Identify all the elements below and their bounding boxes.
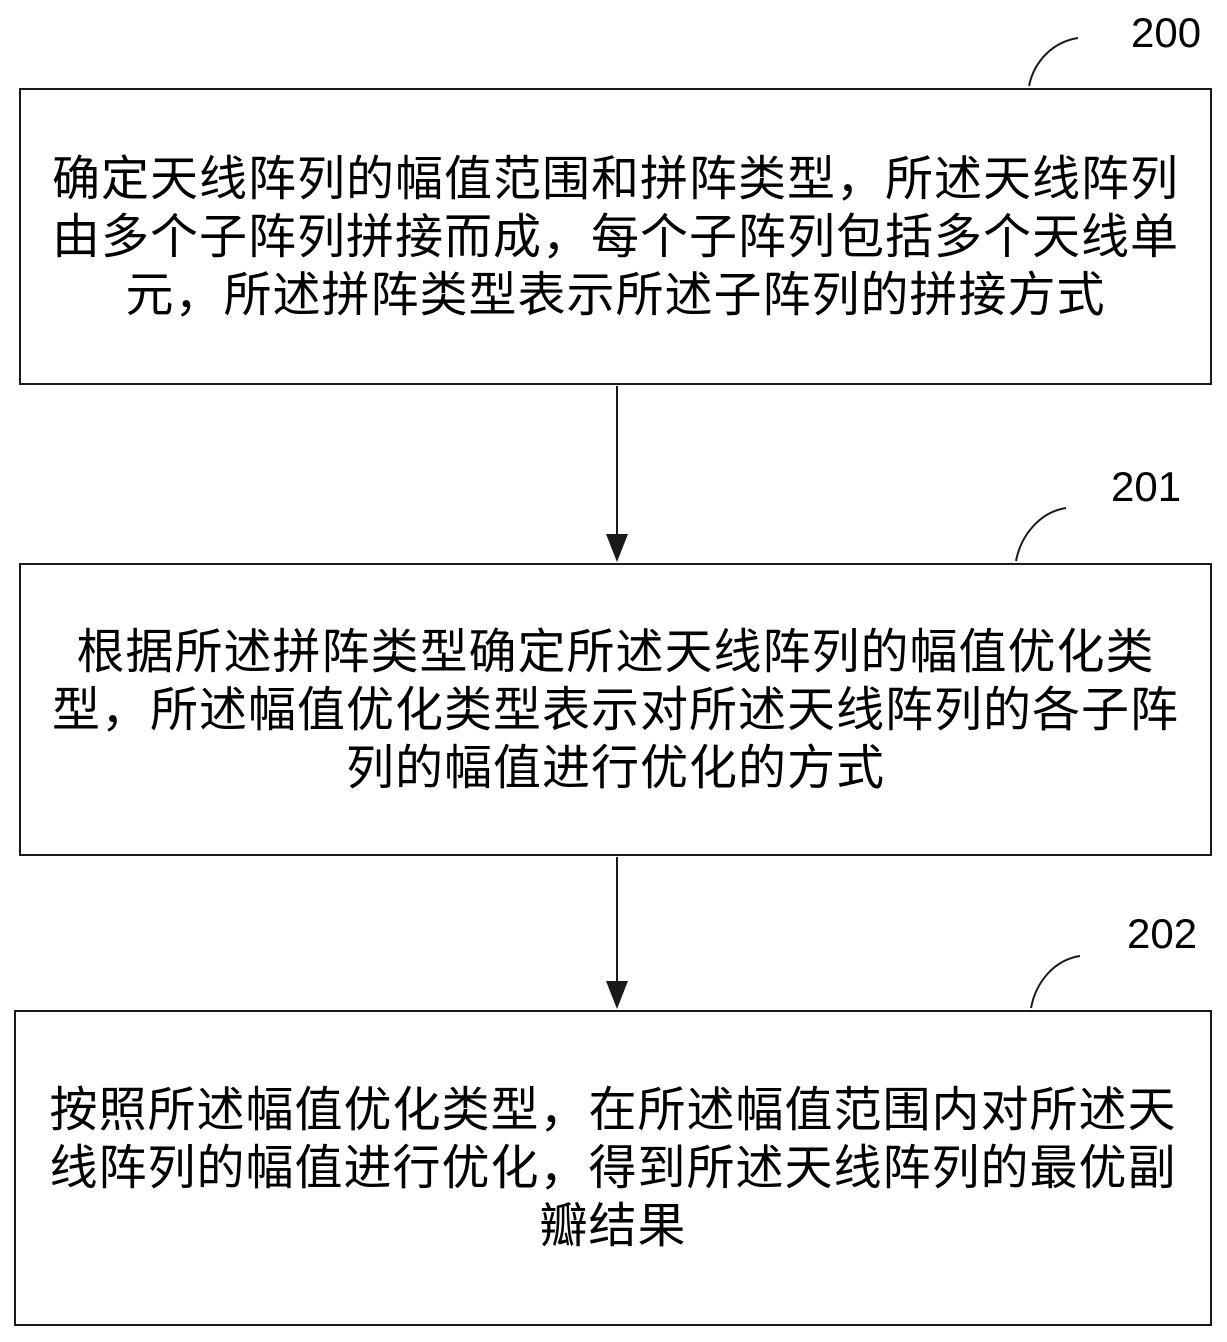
step-label-202: 202 (1127, 910, 1198, 957)
step-box-202: 按照所述幅值优化类型，在所述幅值范围内对所述天线阵列的幅值进行优化，得到所述天线… (14, 1010, 1212, 1326)
arrowhead-201-to-202 (606, 981, 628, 1009)
leader-curve-201 (1015, 507, 1067, 562)
step-label-201: 201 (1111, 463, 1182, 510)
arrowhead-200-to-201 (606, 534, 628, 562)
leader-curve-202 (1030, 955, 1081, 1009)
step-box-201: 根据所述拼阵类型确定所述天线阵列的幅值优化类型，所述幅值优化类型表示对所述天线阵… (19, 563, 1212, 856)
step-text-200: 确定天线阵列的幅值范围和拼阵类型，所述天线阵列由多个子阵列拼接而成，每个子阵列包… (51, 150, 1179, 323)
step-text-201: 根据所述拼阵类型确定所述天线阵列的幅值优化类型，所述幅值优化类型表示对所述天线阵… (51, 623, 1179, 796)
leader-curve-200 (1028, 37, 1079, 87)
step-label-200: 200 (1131, 9, 1202, 56)
step-box-200: 确定天线阵列的幅值范围和拼阵类型，所述天线阵列由多个子阵列拼接而成，每个子阵列包… (19, 88, 1212, 385)
step-text-202: 按照所述幅值优化类型，在所述幅值范围内对所述天线阵列的幅值进行优化，得到所述天线… (49, 1082, 1177, 1254)
